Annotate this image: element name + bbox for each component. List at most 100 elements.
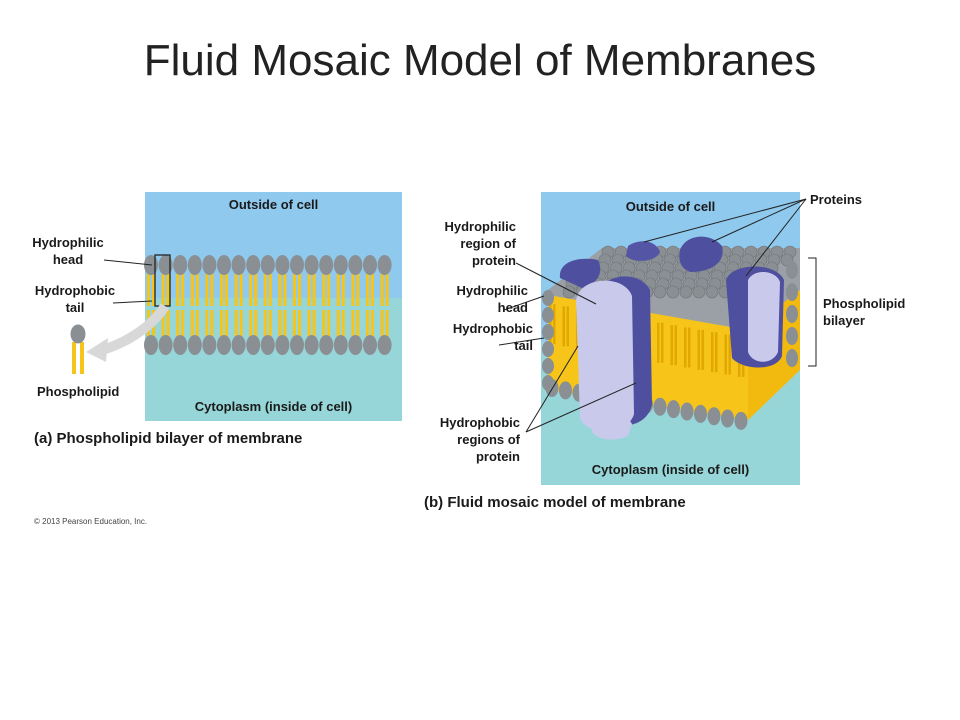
lipid-tail bbox=[327, 272, 331, 306]
lipid-tail bbox=[263, 310, 267, 340]
lipid-tail bbox=[351, 272, 355, 306]
lipid-tail bbox=[298, 310, 301, 340]
lipid-tail bbox=[147, 272, 150, 306]
lipid-head bbox=[290, 335, 304, 355]
lipid-tail bbox=[336, 272, 340, 306]
lipid-head bbox=[707, 407, 721, 426]
lipid-head bbox=[319, 335, 334, 355]
lipid-head bbox=[246, 335, 261, 355]
lipid-tail bbox=[322, 310, 326, 340]
label-hydrophobic-tail-a: Hydrophobic tail bbox=[34, 283, 116, 315]
lipid-head bbox=[173, 335, 188, 355]
lipid-tail bbox=[385, 272, 389, 306]
lipid-tail bbox=[670, 325, 673, 366]
lipid-tail bbox=[166, 310, 170, 340]
lipid-head bbox=[542, 341, 554, 357]
lipid-head bbox=[319, 255, 334, 275]
label-hydrophilic-region: Hydrophilic region of protein bbox=[444, 219, 516, 268]
lipid-head bbox=[363, 255, 377, 275]
lipid-tail bbox=[181, 310, 185, 340]
protein-right-channel-light bbox=[748, 271, 780, 362]
lipid-head bbox=[275, 335, 290, 355]
protein-top-right bbox=[679, 236, 723, 272]
leader-hydrophobic-tail-a bbox=[112, 300, 153, 304]
lipid-head bbox=[173, 255, 188, 275]
lipid-tail bbox=[161, 310, 165, 340]
lipid-tail bbox=[190, 310, 194, 340]
lipid-head bbox=[333, 335, 348, 355]
panel-a-inside-label: Cytoplasm (inside of cell) bbox=[194, 399, 353, 414]
lipid-head bbox=[202, 335, 217, 355]
lipid-tail bbox=[239, 272, 243, 306]
lipid-head bbox=[667, 400, 680, 419]
label-proteins: Proteins bbox=[810, 192, 863, 207]
label-hydrophilic-head-b: Hydrophilic head bbox=[456, 283, 528, 315]
single-phospholipid bbox=[70, 324, 86, 374]
lipid-head bbox=[542, 375, 554, 391]
lipid-tail bbox=[210, 272, 214, 306]
panel-b-inside-label: Cytoplasm (inside of cell) bbox=[591, 462, 750, 477]
label-hydrophobic-tail-b: Hydrophobic tail bbox=[452, 321, 533, 353]
protein-large-front bbox=[576, 280, 634, 432]
lipid-head bbox=[158, 255, 173, 275]
lipid-tail bbox=[341, 272, 345, 306]
lipid-tail bbox=[234, 310, 238, 340]
slide-title: Fluid Mosaic Model of Membranes bbox=[143, 36, 817, 85]
protein-large-bottom bbox=[592, 414, 632, 440]
lipid-tail bbox=[190, 272, 194, 306]
lipid-tail bbox=[724, 334, 727, 375]
lipid-tail bbox=[268, 272, 272, 306]
panel-b-caption: (b) Fluid mosaic model of membrane bbox=[424, 494, 686, 511]
lipid-head bbox=[304, 255, 319, 275]
panel-a-figure bbox=[70, 192, 402, 421]
lipid-head bbox=[734, 411, 748, 430]
lipid-tail bbox=[176, 310, 180, 340]
lipid-tail bbox=[657, 322, 660, 363]
lipid-head bbox=[559, 381, 572, 400]
lipid-head bbox=[260, 335, 275, 355]
lipid-head bbox=[246, 255, 261, 275]
lipid-tail bbox=[674, 325, 677, 366]
lipid-head bbox=[377, 335, 392, 355]
lipid-tail bbox=[225, 310, 228, 340]
lipid-tail bbox=[336, 310, 340, 340]
leader-proteins-3 bbox=[745, 198, 807, 277]
lipid-tail bbox=[298, 272, 301, 306]
lipid-tail bbox=[549, 304, 552, 344]
lipid-tail bbox=[312, 272, 316, 306]
panel-b-outside-label: Outside of cell bbox=[625, 199, 716, 214]
lipid-tail bbox=[322, 272, 326, 306]
lipid-head bbox=[290, 255, 304, 275]
lipid-head bbox=[653, 285, 667, 299]
lipid-tail bbox=[254, 272, 258, 306]
lipid-tail bbox=[711, 332, 714, 373]
lipid-head bbox=[275, 255, 290, 275]
copyright-notice: © 2013 Pearson Education, Inc. bbox=[34, 517, 148, 526]
lipid-head bbox=[786, 261, 798, 279]
lipid-tail bbox=[152, 272, 155, 306]
label-phospholipid-bilayer: Phospholipid bilayer bbox=[823, 296, 906, 328]
lipid-tail bbox=[249, 310, 253, 340]
lipid-tail bbox=[371, 310, 374, 340]
lipid-head bbox=[542, 290, 554, 306]
lipid-tail bbox=[195, 310, 199, 340]
lipid-tail bbox=[566, 306, 569, 347]
lipid-tail bbox=[356, 272, 360, 306]
lipid-tail bbox=[715, 332, 718, 373]
lipid-head bbox=[679, 285, 693, 299]
lipid-tail bbox=[220, 272, 223, 306]
lipid-tail bbox=[307, 310, 311, 340]
label-hydrophilic-head-a: Hydrophilic head bbox=[32, 235, 104, 267]
lipid-tail bbox=[293, 272, 296, 306]
lipid-tail bbox=[351, 310, 355, 340]
panel-a-heads bbox=[144, 255, 392, 355]
protein-top-left bbox=[559, 258, 601, 288]
lipid-head bbox=[202, 255, 217, 275]
lipid-tail bbox=[701, 329, 704, 370]
leader-proteins-1 bbox=[643, 198, 807, 243]
lipid-tail bbox=[293, 310, 296, 340]
lipid-head bbox=[231, 335, 246, 355]
lipid-tail bbox=[225, 272, 228, 306]
leader-hydrophilic-head-a bbox=[103, 259, 153, 266]
lipid-tail bbox=[356, 310, 360, 340]
